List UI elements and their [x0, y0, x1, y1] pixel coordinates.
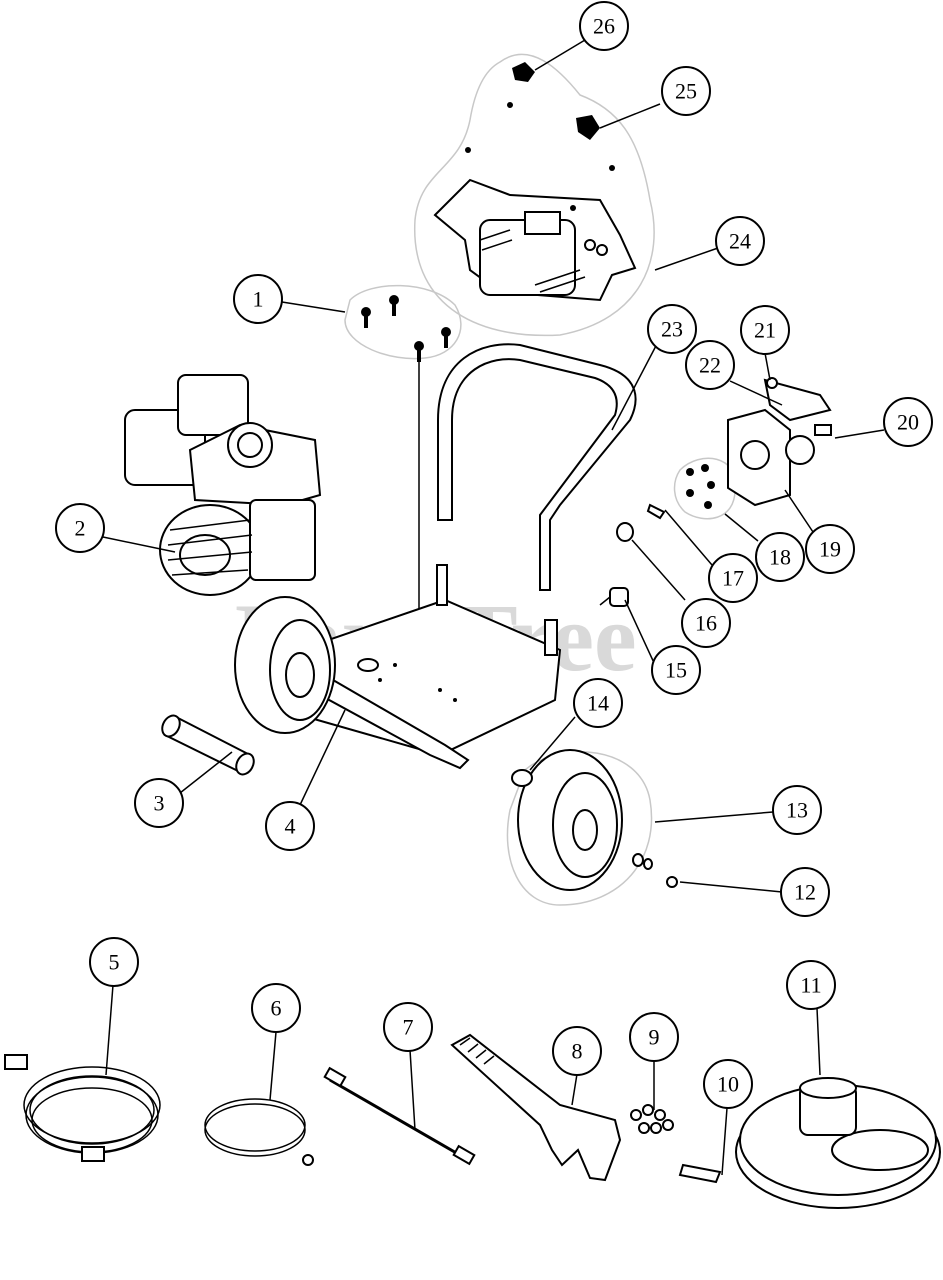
- callout-23[interactable]: 23: [647, 304, 697, 354]
- nozzle-tips: [630, 1104, 674, 1134]
- callout-label: 16: [695, 611, 717, 636]
- callout-label: 22: [699, 353, 721, 378]
- callout-label: 9: [649, 1025, 660, 1050]
- callout-label: 1: [253, 287, 264, 312]
- callout-label: 23: [661, 317, 683, 342]
- callout-label: 17: [722, 566, 744, 591]
- callout-21[interactable]: 21: [740, 305, 790, 355]
- callout-label: 8: [572, 1039, 583, 1064]
- hose-ring: [204, 1098, 314, 1166]
- callout-label: 10: [717, 1072, 739, 1097]
- knob: [599, 587, 629, 607]
- callout-8[interactable]: 8: [552, 1026, 602, 1076]
- callout-20[interactable]: 20: [883, 397, 933, 447]
- cleaning-tool: [678, 1163, 722, 1184]
- callout-25[interactable]: 25: [661, 66, 711, 116]
- handle-bar: [437, 343, 637, 591]
- callout-6[interactable]: 6: [251, 983, 301, 1033]
- callout-label: 19: [819, 537, 841, 562]
- bolt-cluster: [344, 284, 462, 712]
- callout-label: 18: [769, 545, 791, 570]
- callout-label: 5: [109, 950, 120, 975]
- callout-12[interactable]: 12: [780, 867, 830, 917]
- axle-nut: [666, 876, 678, 888]
- surface-cleaner: [735, 1077, 941, 1209]
- callout-17[interactable]: 17: [708, 553, 758, 603]
- callout-label: 7: [403, 1015, 414, 1040]
- spray-wand: [323, 1066, 476, 1166]
- callout-10[interactable]: 10: [703, 1059, 753, 1109]
- callout-label: 21: [754, 318, 776, 343]
- callout-16[interactable]: 16: [681, 598, 731, 648]
- callout-18[interactable]: 18: [755, 532, 805, 582]
- wheel-left: [234, 596, 336, 734]
- callout-label: 13: [786, 798, 808, 823]
- callout-9[interactable]: 9: [629, 1012, 679, 1062]
- callout-label: 3: [154, 791, 165, 816]
- callout-label: 26: [593, 14, 615, 39]
- callout-13[interactable]: 13: [772, 785, 822, 835]
- callout-14[interactable]: 14: [573, 678, 623, 728]
- engine: [124, 374, 322, 596]
- callout-7[interactable]: 7: [383, 1002, 433, 1052]
- shaft-key: [646, 503, 666, 520]
- callout-24[interactable]: 24: [715, 216, 765, 266]
- callout-15[interactable]: 15: [651, 645, 701, 695]
- callout-label: 20: [897, 410, 919, 435]
- callout-1[interactable]: 1: [233, 274, 283, 324]
- callout-label: 12: [794, 880, 816, 905]
- wheel-right: [506, 749, 653, 906]
- callout-11[interactable]: 11: [786, 960, 836, 1010]
- pump-bolt-set: [673, 457, 737, 520]
- pump-assembly: [727, 377, 832, 507]
- callout-3[interactable]: 3: [134, 778, 184, 828]
- callout-2[interactable]: 2: [55, 503, 105, 553]
- callout-label: 6: [271, 996, 282, 1021]
- callout-4[interactable]: 4: [265, 801, 315, 851]
- callout-5[interactable]: 5: [89, 937, 139, 987]
- callout-label: 2: [75, 516, 86, 541]
- high-pressure-hose: [4, 1054, 161, 1162]
- leader-lines: [102, 39, 885, 1176]
- callout-label: 24: [729, 229, 751, 254]
- callout-26[interactable]: 26: [579, 1, 629, 51]
- callout-label: 25: [675, 79, 697, 104]
- callout-label: 11: [800, 973, 821, 998]
- callout-22[interactable]: 22: [685, 340, 735, 390]
- handle-grip: [161, 714, 255, 776]
- control-panel-assembly: [414, 53, 655, 337]
- callout-label: 4: [285, 814, 296, 839]
- callout-label: 15: [665, 658, 687, 683]
- callout-label: 14: [587, 691, 609, 716]
- callout-19[interactable]: 19: [805, 524, 855, 574]
- spray-gun: [450, 1033, 622, 1182]
- sleeve: [616, 522, 634, 542]
- rubber-foot: [511, 769, 533, 787]
